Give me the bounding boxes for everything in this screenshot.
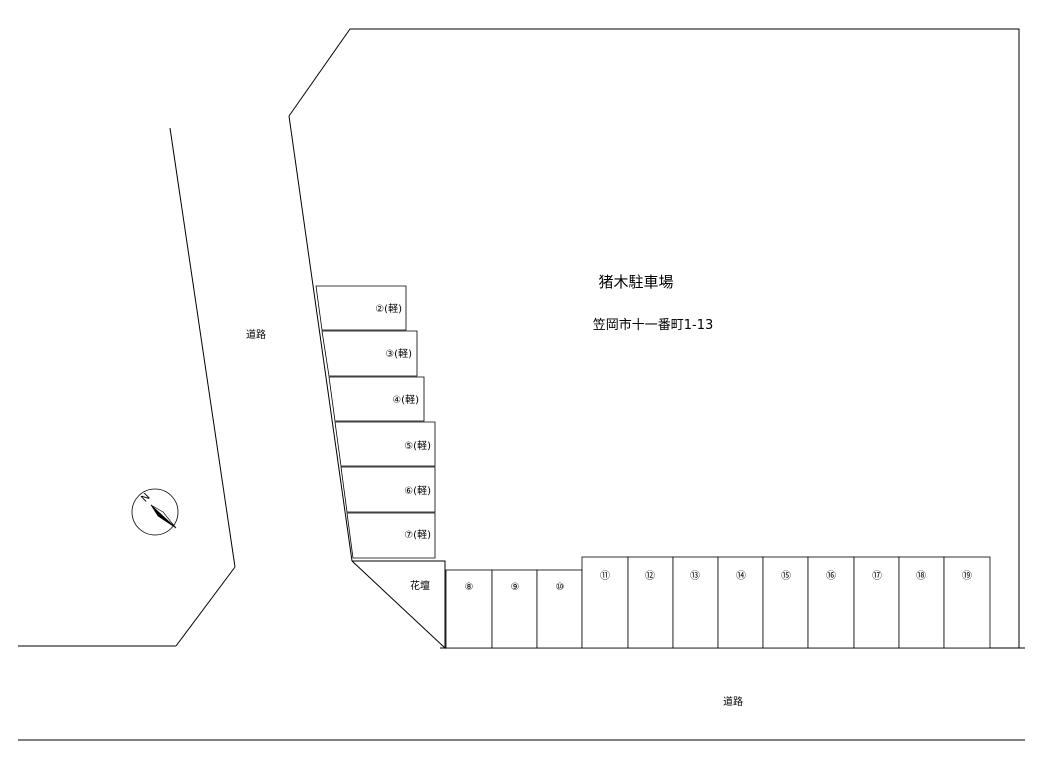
spot-label: ⑰ <box>872 570 882 582</box>
parking-spot: ⑯ <box>807 556 855 649</box>
spot-label: ⑤(軽) <box>404 440 431 452</box>
lot-boundary <box>288 28 1020 648</box>
spot-label: ⑬ <box>690 570 700 582</box>
spot-label: ⑦(軽) <box>404 529 431 541</box>
flower-bed-outline <box>351 560 446 650</box>
parking-spot: ⑥(軽) <box>340 466 436 513</box>
compass-icon: N <box>131 488 179 536</box>
lot-name: 猪木駐車場 <box>598 273 673 291</box>
parking-spot: ⑦(軽) <box>346 512 436 559</box>
lot-west-boundary <box>288 115 353 562</box>
spot-label: ⑩ <box>556 582 565 593</box>
spot-label: ⑧ <box>465 582 474 593</box>
spot-label: ⑮ <box>781 570 791 582</box>
parking-spot: ⑰ <box>853 556 900 649</box>
parking-spot: ⑩ <box>536 569 583 649</box>
left-road-west-edge <box>169 127 236 568</box>
spot-label: ⑪ <box>600 570 610 582</box>
left-road-corner-edge <box>175 566 236 647</box>
parking-spot: ⑬ <box>672 556 719 649</box>
parking-spot: ⑨ <box>491 569 538 649</box>
spot-label: ②(軽) <box>375 303 402 315</box>
spot-label: ⑯ <box>826 570 836 582</box>
parking-spot: ③(軽) <box>321 330 418 377</box>
bottom-spots-group: ⑧ ⑨ ⑩ ⑪ ⑫ ⑬ ⑭ ⑮ <box>445 556 991 649</box>
parking-spot: ⑮ <box>762 556 809 649</box>
parking-spot: ⑪ <box>581 556 629 649</box>
spot-label: ⑲ <box>962 570 972 582</box>
parking-spot: ⑲ <box>943 556 991 649</box>
left-road-label: 道路 <box>246 328 266 341</box>
parking-spot: ⑧ <box>445 569 493 649</box>
left-spots-group: ②(軽) ③(軽) ④(軽) ⑤(軽) ⑥(軽) ⑦(軽) <box>315 285 436 559</box>
spot-label: ⑥(軽) <box>404 485 431 497</box>
spot-label: ⑨ <box>511 582 520 593</box>
parking-spot: ⑤(軽) <box>334 421 436 467</box>
bottom-road-label: 道路 <box>723 695 743 708</box>
parking-spot: ⑭ <box>717 556 764 649</box>
spot-label: ④(軽) <box>392 394 419 406</box>
parking-spot: ⑫ <box>627 556 674 649</box>
spot-label: ⑱ <box>916 570 926 582</box>
lot-address: 笠岡市十一番町1-13 <box>593 317 714 333</box>
spot-label: ⑭ <box>736 570 746 582</box>
parking-spot: ⑱ <box>898 556 945 649</box>
flower-bed-label: 花壇 <box>410 579 430 592</box>
parking-spot: ②(軽) <box>315 285 407 331</box>
spot-label: ③(軽) <box>385 348 412 360</box>
parking-spot: ④(軽) <box>328 376 425 422</box>
spot-label: ⑫ <box>645 570 655 582</box>
